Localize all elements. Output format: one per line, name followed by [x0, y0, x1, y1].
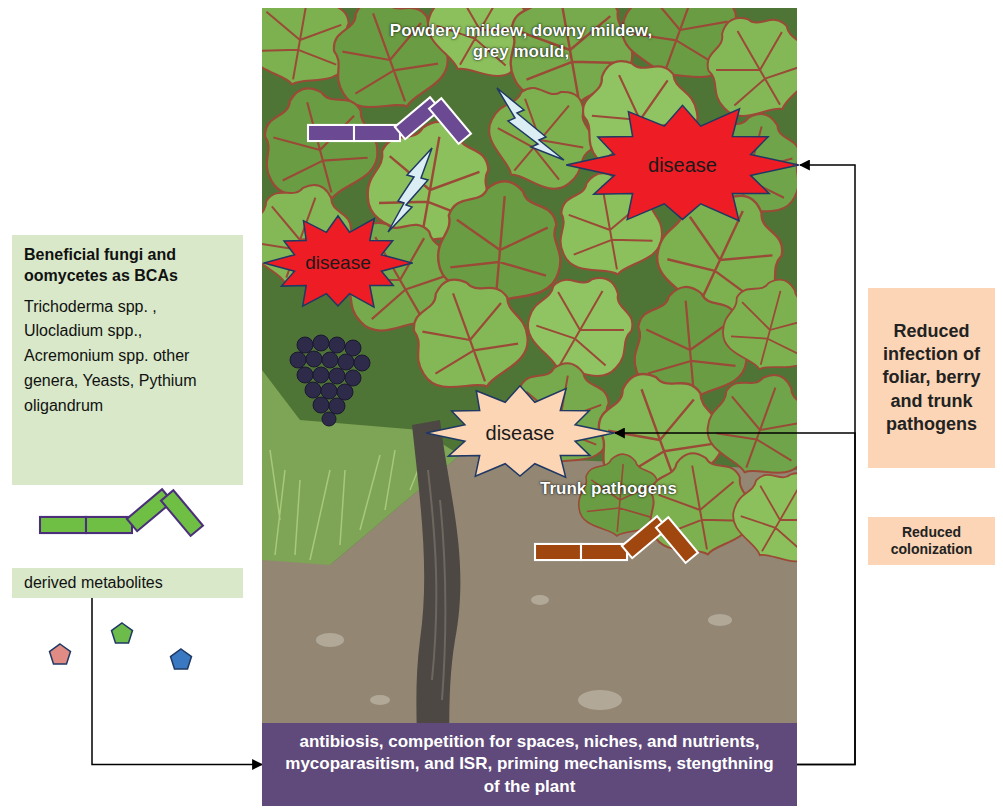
arrow-connector: [92, 598, 262, 765]
outcome-box: Reduced colonization: [868, 517, 995, 565]
photo-label: Trunk pathogens: [540, 478, 710, 499]
box-text: antibiosis, competition for spaces, nich…: [276, 731, 783, 797]
arrow-connector: [797, 165, 855, 765]
vine-photo: [262, 8, 797, 806]
burst-text: disease: [305, 252, 371, 275]
trunk-bark: [428, 470, 446, 700]
burst-shape: [566, 105, 799, 220]
photo-label: Powdery mildew, downy mildew, grey mould…: [376, 20, 666, 63]
burst-shape: [264, 216, 413, 307]
trunk-pathogen-hypha: [535, 516, 698, 563]
box-heading: Beneficial fungi and oomycetes as BCAs: [24, 245, 231, 287]
metabolite-pentagon: [50, 644, 71, 664]
lightning-bolt: [497, 88, 564, 160]
box-text: Reduced infection of foliar, berry and t…: [874, 320, 989, 437]
outcome-box: Reduced infection of foliar, berry and t…: [868, 288, 995, 468]
metabolite-pentagon: [171, 649, 192, 669]
mechanism-box: antibiosis, competition for spaces, nich…: [262, 723, 797, 806]
pathogen-hypha: [308, 97, 471, 144]
disease-burst: disease: [263, 210, 413, 316]
box-text: Reduced colonization: [874, 524, 989, 559]
box-text: Trichoderma spp. , Ulocladium spp., Acre…: [24, 295, 231, 419]
burst-text: disease: [486, 421, 555, 445]
disease-burst: disease: [565, 98, 800, 232]
lightning-bolt: [388, 148, 432, 232]
metabolite-pentagon: [112, 623, 133, 643]
grape-cluster: [290, 335, 370, 426]
stones: [316, 595, 732, 710]
disease-burst: disease: [425, 380, 615, 486]
organism-box: Beneficial fungi and oomycetes as BCAsTr…: [12, 235, 243, 485]
beneficial-hypha: [40, 489, 203, 536]
metabolite-box: derived metabolites: [12, 568, 243, 598]
burst-shape: [426, 386, 614, 477]
box-text: derived metabolites: [24, 573, 231, 594]
grass-blades: [270, 440, 430, 560]
burst-text: disease: [648, 153, 717, 177]
vine-leaves: [262, 8, 797, 578]
